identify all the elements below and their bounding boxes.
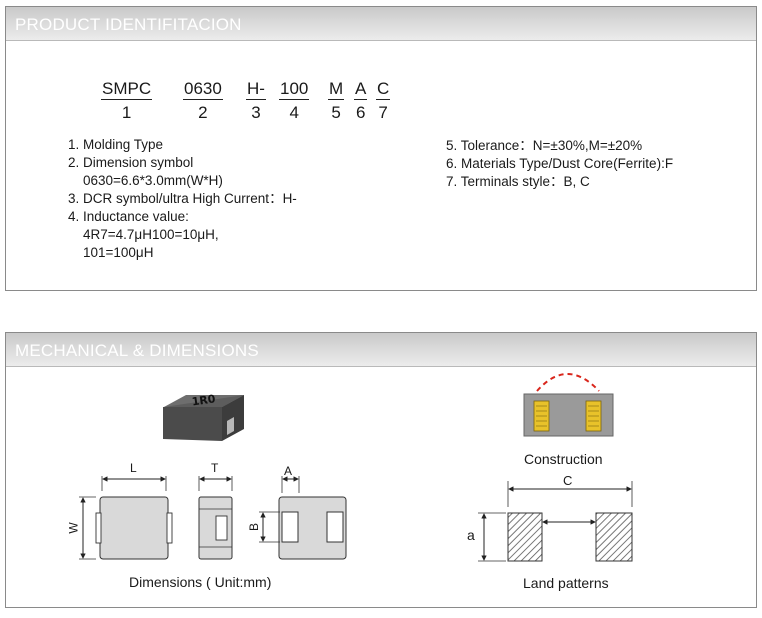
- part-marking: 1R0: [191, 392, 217, 408]
- code-legend-left: 1. Molding Type 2. Dimension symbol 0630…: [68, 136, 297, 262]
- section-header: MECHANICAL & DIMENSIONS: [6, 333, 756, 367]
- code-part-3: H-3: [246, 79, 266, 122]
- dim-label-w: W: [66, 522, 81, 534]
- front-view-drawing: [79, 476, 173, 560]
- construction-caption: Construction: [524, 451, 603, 467]
- side-view-drawing: [198, 476, 233, 560]
- dim-label-a: A: [284, 464, 293, 478]
- legend-item: 4R7=4.7μH100=10μH,: [83, 227, 219, 242]
- construction-drawing: [523, 373, 614, 437]
- legend-item: 5. Tolerance：N=±30%,M=±20%: [446, 138, 643, 153]
- legend-item: 7. Terminals style：B, C: [446, 174, 590, 189]
- section-header: PRODUCT IDENTIFITACION: [6, 7, 756, 41]
- bottom-view-drawing: [259, 476, 347, 560]
- legend-item: 3. DCR symbol/ultra High Current：H-: [68, 191, 297, 206]
- dim-label-a-land: a: [467, 527, 475, 543]
- land-patterns-drawing: [478, 481, 633, 562]
- legend-item: 6. Materials Type/Dust Core(Ferrite):F: [446, 156, 674, 171]
- dimensions-caption: Dimensions ( Unit:mm): [129, 574, 272, 590]
- legend-item: 101=100μH: [83, 245, 154, 260]
- legend-item: 1. Molding Type: [68, 137, 164, 152]
- land-patterns-caption: Land patterns: [523, 575, 609, 591]
- dim-label-c: C: [563, 473, 573, 488]
- mechanical-dimensions-section: MECHANICAL & DIMENSIONS 1R0: [5, 332, 757, 608]
- legend-item: 0630=6.6*3.0mm(W*H): [83, 173, 223, 188]
- mechanical-drawing: 1R0: [79, 373, 633, 562]
- dim-label-t: T: [211, 461, 219, 475]
- dim-label-l: L: [130, 461, 137, 475]
- legend-item: 4. Inductance value:: [68, 209, 189, 224]
- inductor-3d-image: 1R0: [163, 392, 244, 441]
- code-legend-right: 5. Tolerance：N=±30%,M=±20% 6. Materials …: [446, 137, 673, 191]
- legend-item: 2. Dimension symbol: [68, 155, 194, 170]
- dim-label-b: B: [247, 522, 262, 532]
